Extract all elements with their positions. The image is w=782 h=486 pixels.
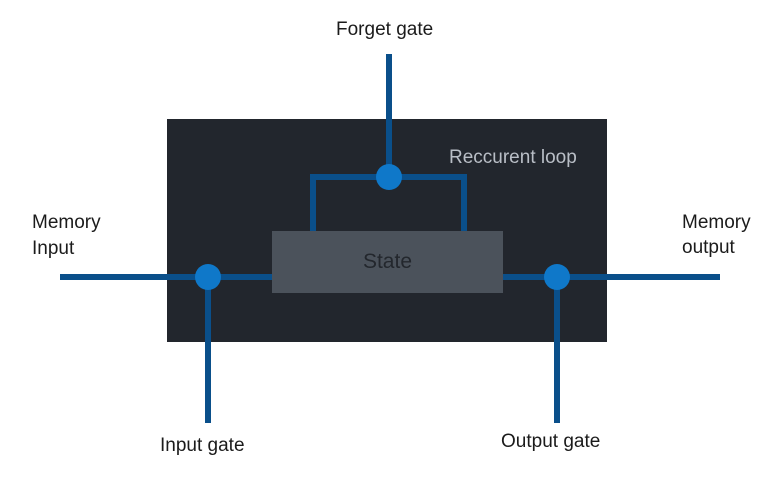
state-box [272,231,503,293]
forget-gate-label: Forget gate [336,19,434,40]
state-label: State [362,250,413,273]
memory-output-label-line2: output [682,237,735,258]
memory-input-label-line1: Memory [32,212,101,233]
input-gate-label: Input gate [160,435,245,456]
memory-input-label-line2: Input [32,238,75,259]
memory-output-label-line1: Memory [682,212,751,233]
recurrent-loop-label: Reccurent loop [449,147,577,168]
forget-gate-node [376,164,402,190]
output-gate-label: Output gate [501,431,601,452]
input-gate-node [195,264,221,290]
output-gate-node [544,264,570,290]
